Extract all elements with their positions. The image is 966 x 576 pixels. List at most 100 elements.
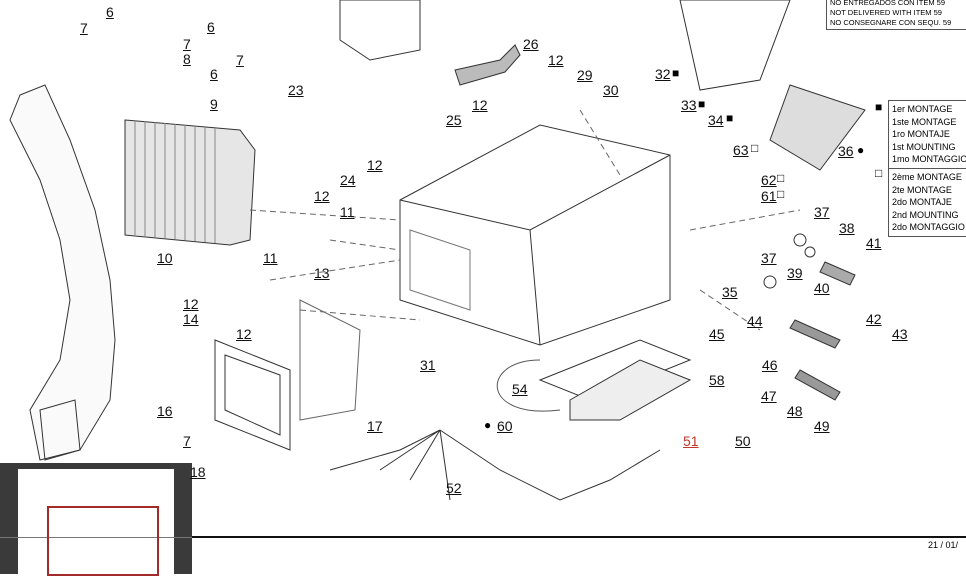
callout-number[interactable]: 26: [523, 36, 539, 52]
legend-line: 1st MOUNTING: [892, 141, 956, 152]
note-line: NO ENTREGADOS CON ITEM 59: [830, 0, 946, 7]
frame-plate: [214, 299, 361, 451]
legend-line: 1ro MONTAJE: [892, 129, 950, 139]
callout-number[interactable]: 6: [106, 4, 114, 20]
callout-number[interactable]: 38: [839, 220, 855, 236]
callout-number[interactable]: 12: [472, 97, 488, 113]
callout-number[interactable]: 7: [80, 20, 88, 36]
callout-number[interactable]: 6: [207, 19, 215, 35]
callout-number[interactable]: 47: [761, 388, 777, 404]
duct-left: [9, 84, 116, 461]
note-line: NOT DELIVERED WITH ITEM 59: [830, 8, 942, 17]
filled-square-icon: ■: [672, 66, 680, 80]
callout-number[interactable]: 7: [236, 52, 244, 68]
callout-number[interactable]: 6: [210, 66, 218, 82]
top-parts: [339, 0, 866, 171]
dot-icon: ●: [484, 418, 492, 432]
callout-number[interactable]: 13: [314, 265, 330, 281]
callout-number[interactable]: 8: [183, 51, 191, 67]
callout-number[interactable]: 43: [892, 326, 908, 342]
leader-lines: [249, 109, 801, 331]
callout-number[interactable]: 61: [761, 188, 777, 204]
empty-square-icon: □: [777, 187, 785, 201]
callout-number[interactable]: 12: [314, 188, 330, 204]
callout-number[interactable]: 7: [183, 36, 191, 52]
note-line: NO CONSEGNARE CON SEQU. 59: [830, 18, 952, 27]
legend-line: 2te MONTAGE: [892, 184, 952, 195]
page-footer-rule: [190, 536, 966, 538]
callout-number[interactable]: 37: [761, 250, 777, 266]
main-housing: [399, 124, 671, 346]
callout-number[interactable]: 42: [866, 311, 882, 327]
minimap-divider: [0, 537, 192, 538]
empty-square-icon: □: [777, 171, 785, 185]
minimap-page[interactable]: [18, 469, 174, 574]
callout-number[interactable]: 63: [733, 142, 749, 158]
callout-number[interactable]: 41: [866, 235, 882, 251]
minimap-viewport[interactable]: [47, 506, 159, 576]
page-minimap[interactable]: [0, 463, 192, 576]
callout-number[interactable]: 25: [446, 112, 462, 128]
callout-number[interactable]: 35: [722, 284, 738, 300]
callout-number[interactable]: 12: [548, 52, 564, 68]
callout-number[interactable]: 29: [577, 67, 593, 83]
legend-line: 2ème MONTAGE: [892, 172, 962, 182]
filled-square-icon: ■: [726, 111, 734, 125]
callout-number[interactable]: 37: [814, 204, 830, 220]
footer-date: 21 / 01/: [928, 540, 959, 550]
callout-number[interactable]: 62: [761, 172, 777, 188]
callout-number[interactable]: 23: [288, 82, 304, 98]
callout-number[interactable]: 7: [183, 433, 191, 449]
dot-icon: ●: [857, 143, 865, 157]
callout-number[interactable]: 33: [681, 97, 697, 113]
wiring-harness: [329, 359, 661, 501]
callout-number[interactable]: 36: [838, 143, 854, 159]
callout-number[interactable]: 10: [157, 250, 173, 266]
callout-number[interactable]: 39: [787, 265, 803, 281]
callout-number[interactable]: 14: [183, 311, 199, 327]
delivery-note: NO ENTREGADOS CON ITEM 59 NOT DELIVERED …: [826, 0, 966, 30]
callout-number[interactable]: 12: [183, 296, 199, 312]
legend-line: 2do MONTAJE: [892, 197, 952, 207]
callout-number[interactable]: 18: [190, 464, 206, 480]
callout-number[interactable]: 50: [735, 433, 751, 449]
callout-number[interactable]: 54: [512, 381, 528, 397]
callout-number[interactable]: 46: [762, 357, 778, 373]
legend-second-mounting: 2ème MONTAGE 2te MONTAGE 2do MONTAJE 2nd…: [888, 168, 966, 237]
callout-number[interactable]: 51: [683, 433, 699, 449]
legend-line: 2do MONTAGGIO: [892, 222, 965, 232]
callout-number[interactable]: 11: [263, 250, 278, 266]
callout-number[interactable]: 12: [236, 326, 252, 342]
heat-exchanger: [124, 119, 256, 246]
legend-line: 1mo MONTAGGIO: [892, 154, 966, 164]
callout-number[interactable]: 24: [340, 172, 356, 188]
callout-number[interactable]: 30: [603, 82, 619, 98]
callout-number[interactable]: 31: [420, 357, 436, 373]
legend-first-mounting: 1er MONTAGE 1ste MONTAGE 1ro MONTAJE 1st…: [888, 100, 966, 169]
control-panel: [538, 339, 692, 421]
right-parts: [763, 233, 856, 401]
legend-line: 1ste MONTAGE: [892, 116, 957, 127]
callout-number[interactable]: 32: [655, 66, 671, 82]
callout-number[interactable]: 17: [367, 418, 383, 434]
empty-square-icon: □: [875, 166, 883, 180]
callout-number[interactable]: 60: [497, 418, 513, 434]
legend-line: 2nd MOUNTING: [892, 209, 959, 220]
empty-square-icon: □: [751, 141, 759, 155]
callout-number[interactable]: 34: [708, 112, 724, 128]
callout-number[interactable]: 44: [747, 313, 763, 329]
callout-number[interactable]: 48: [787, 403, 803, 419]
callout-number[interactable]: 49: [814, 418, 830, 434]
callout-number[interactable]: 9: [210, 96, 218, 112]
filled-square-icon: ■: [875, 100, 883, 114]
callout-number[interactable]: 11: [340, 204, 355, 220]
callout-number[interactable]: 45: [709, 326, 725, 342]
callout-number[interactable]: 58: [709, 372, 725, 388]
callout-number[interactable]: 52: [446, 480, 462, 496]
legend-line: 1er MONTAGE: [892, 104, 953, 114]
callout-number[interactable]: 12: [367, 157, 383, 173]
callout-number[interactable]: 16: [157, 403, 173, 419]
filled-square-icon: ■: [698, 97, 706, 111]
callout-number[interactable]: 40: [814, 280, 830, 296]
